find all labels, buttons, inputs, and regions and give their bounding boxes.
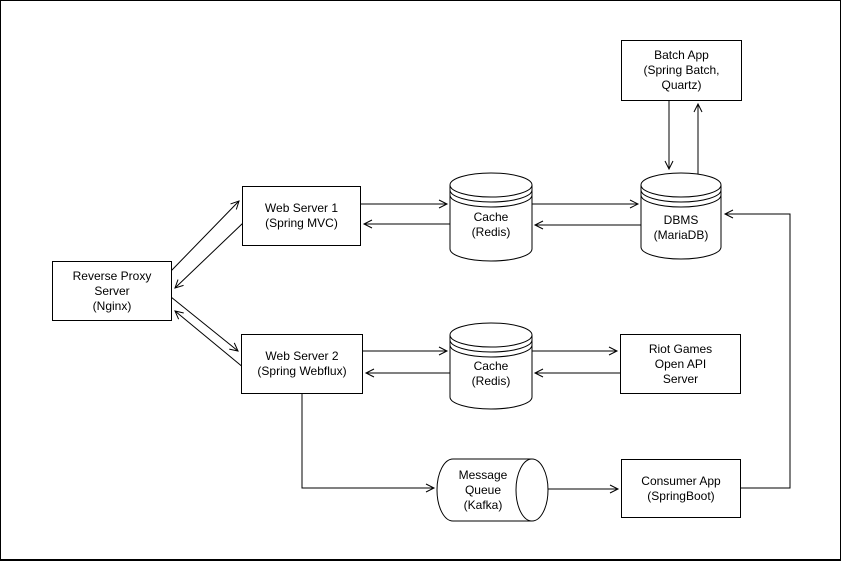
cache1-cylinder-shape	[449, 172, 533, 262]
edge-proxy-to-webserver2	[170, 296, 239, 352]
cache2-cylinder-shape	[449, 322, 533, 410]
node-reverse-proxy: Reverse Proxy Server (Nginx)	[52, 261, 172, 321]
riot-api-label: Riot Games Open API Server	[648, 341, 713, 386]
node-batch-app: Batch App (Spring Batch, Quartz)	[621, 40, 742, 101]
node-riot-api: Riot Games Open API Server	[620, 334, 741, 394]
node-consumer-app: Consumer App (SpringBoot)	[621, 459, 741, 518]
node-web-server-1: Web Server 1 (Spring MVC)	[242, 186, 361, 246]
dbms-cylinder-shape	[640, 172, 722, 260]
edge-consumerapp-to-dbms	[723, 209, 791, 489]
messagequeue-cylinder-shape	[436, 458, 549, 522]
web-server-1-label: Web Server 1 (Spring MVC)	[264, 201, 339, 230]
edge-webserver1-to-proxy	[174, 222, 244, 289]
consumer-app-label: Consumer App (SpringBoot)	[641, 473, 721, 503]
edge-webserver2-to-messagequeue	[301, 394, 436, 493]
reverse-proxy-label: Reverse Proxy Server (Nginx)	[72, 268, 152, 313]
edge-webserver2-to-proxy	[174, 310, 245, 369]
edge-proxy-to-webserver1	[170, 200, 240, 272]
web-server-2-label: Web Server 2 (Spring Webflux)	[257, 349, 347, 378]
batch-app-label: Batch App (Spring Batch, Quartz)	[643, 48, 720, 92]
node-web-server-2: Web Server 2 (Spring Webflux)	[241, 334, 363, 394]
